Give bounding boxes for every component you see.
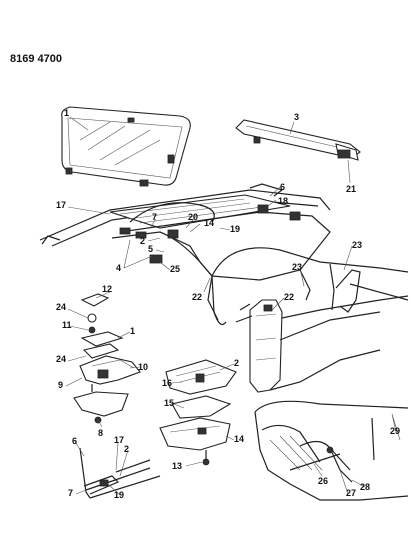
- callout-7: 7: [152, 212, 157, 222]
- callout-22b: 22: [284, 292, 294, 302]
- callout-9: 9: [58, 380, 63, 390]
- callout-13: 13: [172, 461, 182, 471]
- callout-24a: 24: [56, 302, 66, 312]
- callout-14b: 14: [234, 434, 244, 444]
- pillar-assembly: [235, 295, 409, 393]
- callout-7b: 7: [68, 488, 73, 498]
- callout-23b: 23: [352, 240, 362, 250]
- callout-12: 12: [102, 284, 112, 294]
- callout-2c: 2: [124, 444, 129, 454]
- callout-1b: 1: [130, 326, 135, 336]
- hinge-stack: [73, 293, 141, 424]
- callout-20: 20: [188, 212, 198, 222]
- deflector-rail: [235, 119, 361, 161]
- callout-29: 29: [390, 426, 400, 436]
- callout-5: 5: [148, 244, 153, 254]
- callout-18: 18: [278, 196, 288, 206]
- callout-16: 16: [162, 378, 172, 388]
- callout-23a: 23: [292, 262, 302, 272]
- callout-2: 2: [140, 236, 145, 246]
- callout-15: 15: [164, 398, 174, 408]
- callout-21: 21: [346, 184, 356, 194]
- callout-1: 1: [64, 108, 69, 118]
- callout-8: 8: [98, 428, 103, 438]
- callout-labels: 1 3 21 6 18 17 7 20 14 19 2 5 4 25 22 23…: [56, 108, 400, 500]
- callout-28: 28: [360, 482, 370, 492]
- latch-assembly: [159, 359, 237, 466]
- diagram-code: 8169 4700: [10, 53, 62, 65]
- callout-3: 3: [294, 112, 299, 122]
- callout-24b: 24: [56, 354, 66, 364]
- callout-14: 14: [204, 218, 214, 228]
- callout-17b: 17: [114, 435, 124, 445]
- callout-6b: 6: [72, 436, 77, 446]
- callout-25: 25: [170, 264, 180, 274]
- callout-19: 19: [230, 224, 240, 234]
- callout-19b: 19: [114, 490, 124, 500]
- callout-10: 10: [138, 362, 148, 372]
- callout-6: 6: [280, 182, 285, 192]
- body-side-panels: [211, 247, 409, 325]
- callout-22a: 22: [192, 292, 202, 302]
- callout-11: 11: [62, 320, 72, 330]
- callout-4: 4: [116, 263, 121, 273]
- rail-detail-inset: [79, 447, 161, 499]
- trunk-quarter-area: [254, 400, 409, 501]
- roof-frame-assembly: [39, 183, 331, 321]
- sunroof-glass-panel: [61, 106, 191, 187]
- callout-26: 26: [318, 476, 328, 486]
- callout-27: 27: [346, 488, 356, 498]
- callout-17: 17: [56, 200, 66, 210]
- leader-lines: [65, 116, 401, 496]
- callout-2b: 2: [234, 358, 239, 368]
